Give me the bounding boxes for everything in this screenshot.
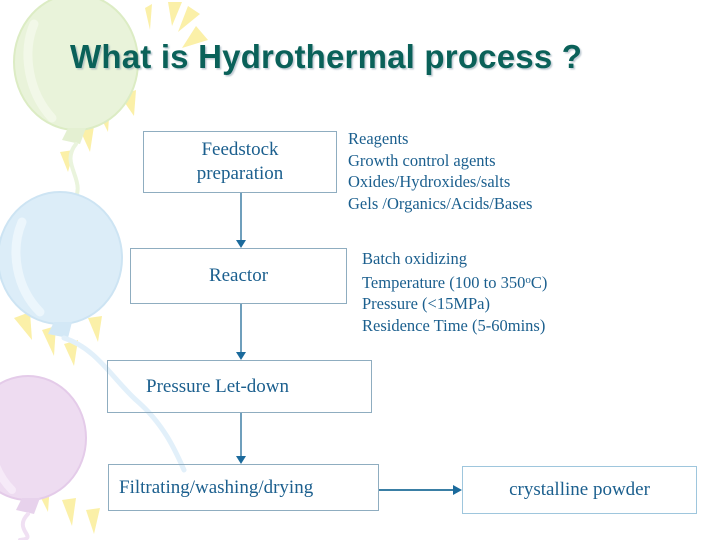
flow-box-label: crystalline powder (509, 479, 650, 501)
arrow-pressure-to-filtrating (236, 413, 246, 464)
annotation-reactor-conditions: Batch oxidizing Temperature (100 to 350o… (362, 248, 547, 336)
flow-box-label: Pressure Let-down (146, 375, 289, 397)
flow-box-crystalline-powder[interactable]: crystalline powder (462, 466, 697, 514)
annotation-line-temperature: Temperature (100 to 350oC) (362, 270, 547, 294)
page-title: What is Hydrothermal process ? (70, 38, 583, 75)
annotation-line-batch-oxidizing: Batch oxidizing (362, 249, 467, 268)
temperature-suffix: C) (530, 272, 548, 292)
flow-box-reactor[interactable]: Reactor (130, 248, 347, 304)
balloon-blue (0, 191, 187, 473)
arrow-filtrating-to-crystalline-powder (379, 485, 462, 495)
starburst-rays-middle (8, 258, 102, 366)
annotation-line: Growth control agents (348, 150, 496, 170)
balloon-purple (0, 375, 87, 540)
flow-box-label-line2: preparation (196, 163, 284, 184)
annotation-line: Oxides/Hydroxides/salts (348, 172, 511, 191)
degree-superscript: o (525, 273, 531, 286)
annotation-line-pressure: Pressure (<15MPa) (362, 294, 490, 313)
annotation-feedstock-inputs: Reagents Growth control agents Oxides/Hy… (348, 128, 532, 214)
starburst-rays-bottom (8, 460, 100, 534)
temperature-prefix: Temperature (100 to 350 (362, 272, 526, 292)
flow-box-label: Filtrating/washing/drying (119, 476, 314, 498)
flow-box-feedstock-preparation[interactable]: Feedstock preparation (143, 131, 337, 193)
arrow-reactor-to-pressure (236, 304, 246, 360)
flow-box-label: Reactor (208, 265, 269, 287)
arrow-feedstock-to-reactor (236, 193, 246, 248)
flow-box-pressure-let-down[interactable]: Pressure Let-down (107, 360, 372, 413)
annotation-line: Gels /Organics/Acids/Bases (348, 193, 533, 213)
annotation-line-residence-time: Residence Time (5-60mins) (362, 315, 546, 335)
flow-box-label-line1: Feedstock (201, 139, 279, 161)
annotation-line: Reagents (348, 129, 409, 148)
flow-box-filtrating-washing-drying[interactable]: Filtrating/washing/drying (108, 464, 379, 511)
